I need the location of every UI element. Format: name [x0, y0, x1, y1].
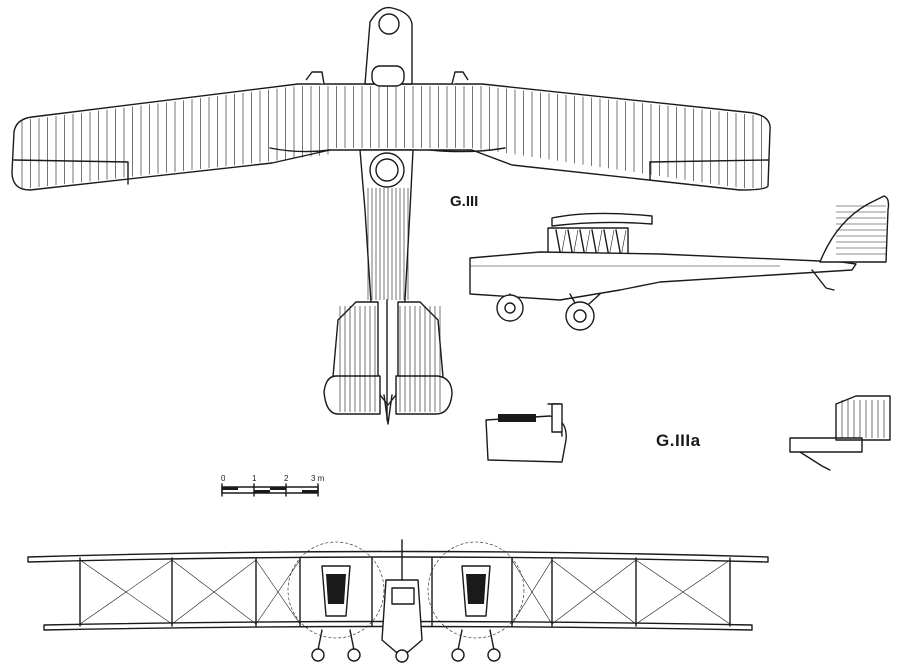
upper-wing-front	[27, 550, 769, 563]
plan-view	[11, 6, 771, 425]
nose-section	[364, 6, 413, 85]
side-view-g3	[469, 195, 890, 331]
nose-gunner-ring	[378, 13, 400, 35]
main-wheel	[565, 301, 595, 331]
scale-tick-0: 0	[221, 474, 226, 483]
scale-bar	[221, 483, 319, 497]
front-wheel	[496, 294, 524, 322]
scale-tick-1: 1	[252, 474, 257, 483]
wing-planform	[11, 83, 771, 191]
interplane-struts	[79, 557, 731, 627]
g3a-fin-ribs	[841, 400, 885, 438]
upper-wing-side	[551, 212, 653, 227]
tail-fin-side	[819, 195, 890, 263]
elevator-left	[323, 375, 381, 415]
fuselage-ribs	[367, 188, 409, 300]
left-aileron	[13, 159, 129, 185]
wing-ribs	[21, 86, 762, 188]
g3a-tail-detail	[835, 395, 891, 441]
front-view	[27, 539, 769, 663]
variant-label-g3: G.III	[450, 193, 479, 210]
g3a-details	[485, 395, 891, 471]
scale-tick-3: 3 m	[311, 474, 325, 483]
right-aileron	[649, 159, 769, 163]
rear-gunner-ring	[369, 152, 405, 188]
elevator-right	[395, 375, 453, 415]
fuselage-front	[381, 579, 423, 653]
scale-tick-2: 2	[284, 474, 289, 483]
fuselage-side	[469, 251, 857, 301]
variant-label-g3a: G.IIIa	[656, 431, 701, 450]
fin-ribs	[836, 205, 886, 255]
tail-ribs	[339, 306, 441, 412]
